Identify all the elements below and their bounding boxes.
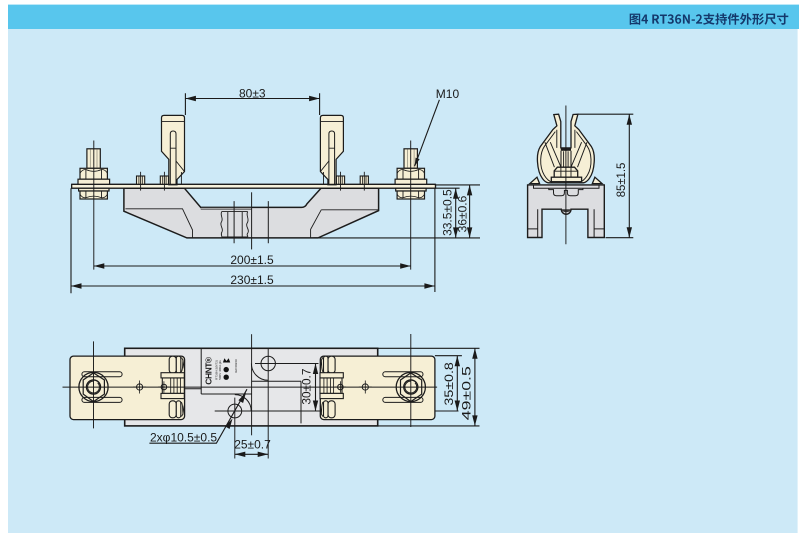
svg-text:M10: M10 — [436, 87, 460, 101]
svg-text:230±1.5: 230±1.5 — [230, 273, 274, 287]
svg-text:35±0.8: 35±0.8 — [442, 362, 456, 406]
svg-text:33.5±0.5: 33.5±0.5 — [440, 189, 454, 236]
svg-text:25±0.7: 25±0.7 — [234, 438, 271, 452]
svg-text:CHNT®: CHNT® — [204, 356, 214, 385]
svg-text:85±1.5: 85±1.5 — [614, 162, 628, 197]
svg-text:IEC60269: IEC60269 — [234, 359, 238, 373]
svg-text:49±0.5: 49±0.5 — [460, 366, 474, 420]
svg-text:30±0.7: 30±0.7 — [299, 368, 313, 404]
svg-text:2xφ10.5±0.5: 2xφ10.5±0.5 — [150, 430, 217, 444]
svg-text:500V 400A gG: 500V 400A gG — [218, 360, 222, 380]
svg-text:80±3: 80±3 — [239, 86, 266, 100]
svg-text:200±1.5: 200±1.5 — [230, 253, 274, 267]
svg-text:RT36N-2(NT2): RT36N-2(NT2) — [215, 360, 219, 380]
svg-text:36±0.6: 36±0.6 — [455, 195, 469, 232]
